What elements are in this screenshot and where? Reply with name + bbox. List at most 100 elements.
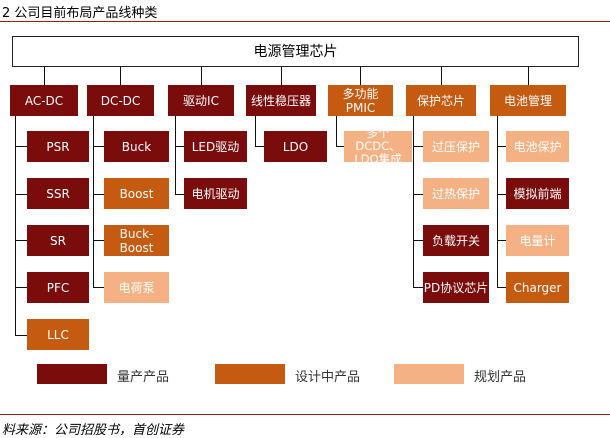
connector [497,146,506,147]
connector [93,116,94,288]
item-fuel-gauge: 电量计 [506,225,569,256]
connector [497,240,506,241]
legend-swatch-production [37,364,107,384]
category-label: DC-DC [100,93,141,108]
connector [15,240,27,241]
connector [175,194,184,195]
category-ac-dc: AC-DC [10,85,78,116]
item-charger: Charger [506,272,569,303]
connector [15,335,27,336]
connector [360,67,361,85]
category-label: 保护芯片 [416,93,465,108]
item-psr: PSR [27,131,89,162]
item-sr: SR [27,225,89,256]
item-ldo: LDO [264,131,327,162]
connector [413,287,423,288]
item-boost: Boost [104,178,169,209]
connector [441,67,442,85]
connector [120,67,121,85]
category-label: 电池管理 [503,93,552,108]
item-label: 电池保护 [513,139,562,154]
item-label: 电量计 [519,233,556,248]
connector [44,67,45,85]
item-buck: Buck [104,131,169,162]
connector [93,240,104,241]
item-label: LLC [47,327,69,342]
connector [281,67,282,85]
connector [175,146,184,147]
root-node: 电源管理芯片 [12,36,579,67]
connector [15,194,27,195]
item-label: 过压保护 [431,139,480,154]
connector [15,287,27,288]
item-analog-frontend: 模拟前端 [506,178,569,209]
legend-label-production: 量产产品 [117,370,170,385]
item-label: PFC [46,280,70,295]
item-label: LDO [282,139,309,154]
connector [175,116,176,195]
item-label: 模拟前端 [513,186,562,201]
connector [497,194,506,195]
category-pmic: 多功能 PMIC [328,85,393,116]
connector [413,116,414,288]
root-label: 电源管理芯片 [253,43,338,60]
item-pd-protocol-chip: PD协议芯片 [423,272,489,303]
connector [413,146,423,147]
connector [201,67,202,85]
legend-swatch-planned [394,364,464,384]
category-protection: 保护芯片 [406,85,476,116]
item-motor-driver: 电机驱动 [184,178,247,209]
source-note: 料来源：公司招股书，首创证券 [2,423,185,438]
item-label: PSR [46,139,70,154]
figure-title: 2 公司目前布局产品线种类 [2,6,158,21]
legend-swatch-design [215,364,285,384]
category-label: 多功能 PMIC [342,86,379,115]
connector [255,146,264,147]
connector [497,116,498,288]
item-overtemp-protection: 过热保护 [423,178,489,209]
item-label: Buck-Boost [119,226,154,255]
header-rule [0,21,610,22]
item-label: 多个DCDC、 LDO集成 [354,126,402,166]
item-ssr: SSR [27,178,89,209]
item-pfc: PFC [27,272,89,303]
connector [15,116,16,336]
category-label: 线性稳压器 [250,93,311,108]
item-label: SR [50,233,66,248]
item-label: 电荷泵 [118,280,155,295]
connector [336,116,337,147]
category-linear-regulator: 线性稳压器 [246,85,316,116]
connector [93,194,104,195]
item-label: Boost [119,186,154,201]
category-label: AC-DC [24,93,64,108]
connector [413,240,423,241]
item-label: LED驱动 [191,139,240,154]
connector [528,67,529,85]
item-charge-pump: 电荷泵 [104,272,169,303]
item-load-switch: 负载开关 [423,225,489,256]
connector [413,194,423,195]
item-label: 过热保护 [431,186,480,201]
figure-header: 2 公司目前布局产品线种类 [0,0,610,21]
item-label: PD协议芯片 [423,280,489,295]
item-pmic-integration: 多个DCDC、 LDO集成 [344,127,412,166]
item-label: Buck [121,139,152,154]
connector [93,146,104,147]
item-led-driver: LED驱动 [184,131,247,162]
connector [336,146,344,147]
category-battery: 电池管理 [490,85,566,116]
category-dc-dc: DC-DC [87,85,154,116]
category-label: 驱动IC [183,93,219,108]
connector [255,116,256,147]
item-label: 负载开关 [431,233,480,248]
item-buck-boost: Buck-Boost [104,225,169,256]
category-driver-ic: 驱动IC [168,85,234,116]
item-overvoltage-protection: 过压保护 [423,131,489,162]
item-label: SSR [46,186,70,201]
item-label: Charger [513,280,562,295]
connector [93,287,104,288]
connector [15,146,27,147]
connector [497,287,506,288]
legend-label-design: 设计中产品 [295,370,361,385]
legend-label-planned: 规划产品 [474,370,527,385]
